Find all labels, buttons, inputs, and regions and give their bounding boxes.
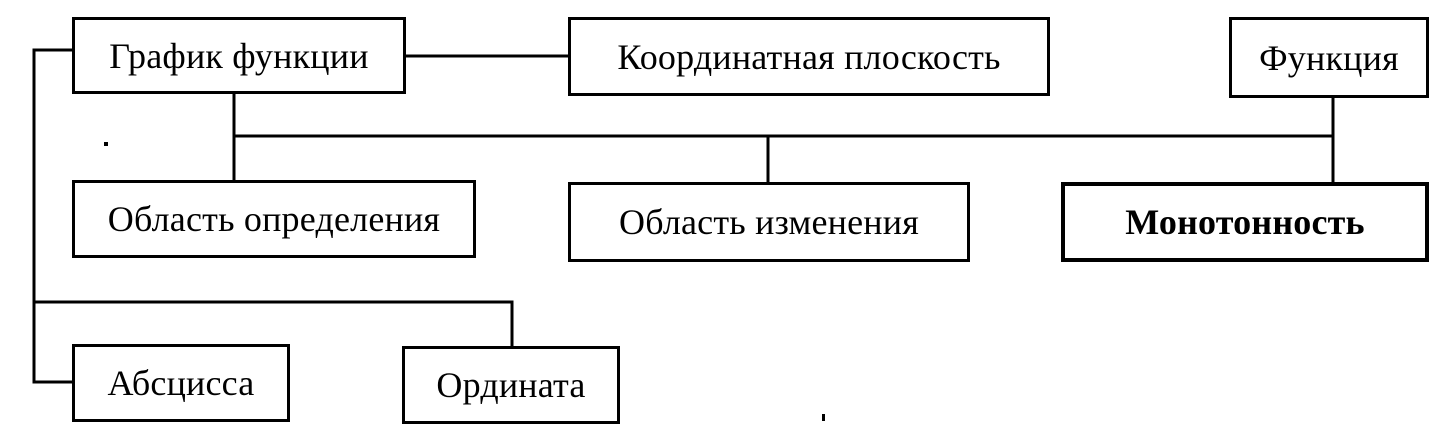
node-range-label: Область изменения: [619, 202, 919, 242]
node-range: Область изменения: [568, 182, 970, 262]
node-monotonicity-label: Монотонность: [1125, 202, 1365, 242]
node-domain: Область определения: [72, 180, 476, 258]
node-graph-label: График функции: [109, 35, 369, 76]
node-domain-label: Область определения: [107, 199, 441, 239]
node-function-label: Функция: [1259, 37, 1399, 78]
node-ordinate: Ордината: [402, 346, 620, 424]
node-graph: График функции: [72, 17, 406, 94]
node-abscissa: Абсцисса: [72, 344, 290, 422]
node-abscissa-label: Абсцисса: [107, 363, 255, 403]
print-speck: [822, 414, 825, 421]
node-ordinate-label: Ордината: [436, 365, 586, 405]
print-speck: [104, 142, 108, 146]
node-plane: Координатная плоскость: [568, 17, 1050, 96]
node-function: Функция: [1229, 17, 1429, 98]
node-plane-label: Координатная плоскость: [617, 36, 1001, 77]
node-monotonicity: Монотонность: [1061, 182, 1429, 262]
